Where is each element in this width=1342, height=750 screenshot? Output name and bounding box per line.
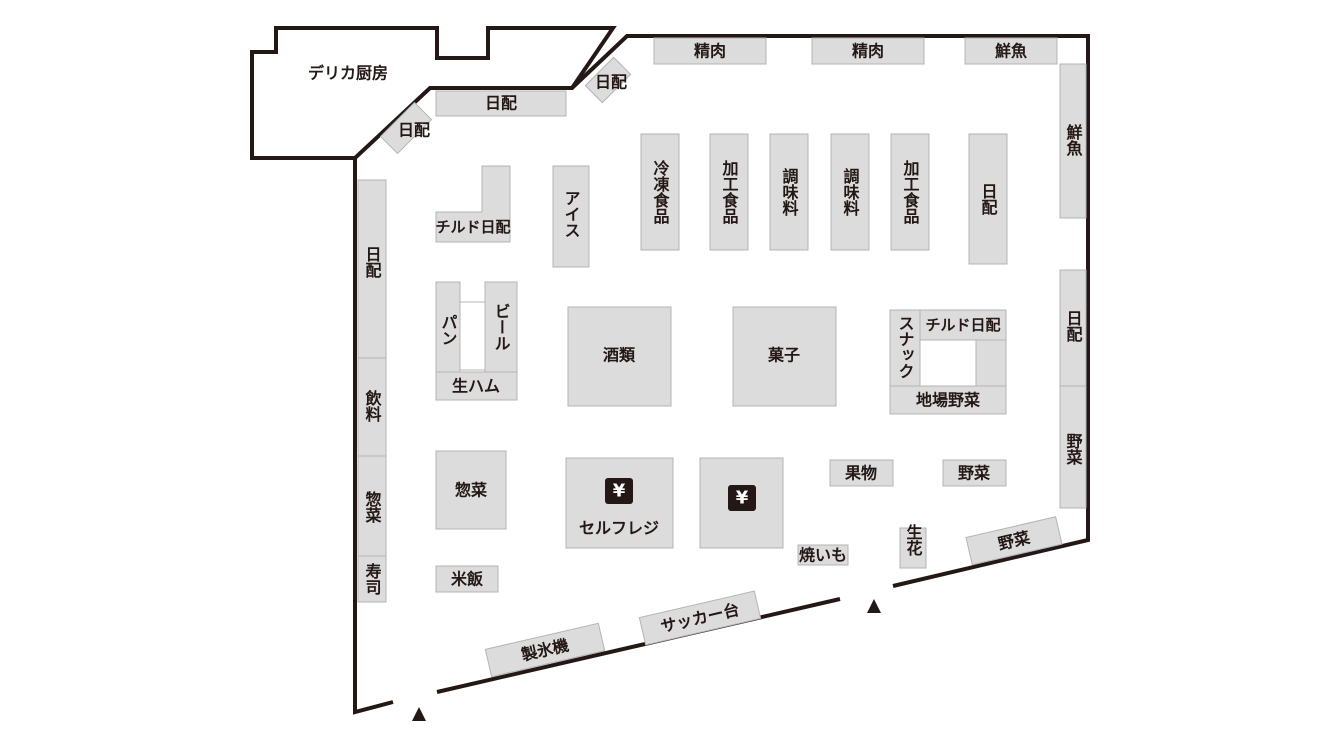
section-veg-right[interactable]: 野菜 <box>1059 385 1087 509</box>
section-meat-2[interactable]: 精肉 <box>811 37 925 65</box>
section-nichihai-a[interactable]: 日配 <box>435 90 567 117</box>
section-fish-right[interactable]: 鮮魚 <box>1059 63 1087 219</box>
section-label-nichihai-b: 日配 <box>595 73 627 92</box>
section-label: 焼いも <box>799 546 847 565</box>
section-label: 酒類 <box>603 346 636 365</box>
section-nichihai-left[interactable]: 日配 <box>357 179 387 359</box>
entrance-right-triangle-up-icon[interactable] <box>867 599 881 613</box>
section-ice-machine[interactable]: 製氷機 <box>484 622 606 678</box>
section-self-register[interactable]: ¥ セルフレジ <box>565 457 674 549</box>
section-label: 寿司 <box>363 562 382 596</box>
section-nichihai-center[interactable]: 日配 <box>968 133 1008 265</box>
section-label: 精肉 <box>694 42 726 61</box>
deli-kitchen-label: デリカ厨房 <box>308 64 388 83</box>
yen-icon <box>728 485 756 511</box>
section-label: 鮮魚 <box>995 42 1027 61</box>
left-front-wall <box>353 158 394 715</box>
section-snack[interactable]: スナック <box>889 309 921 387</box>
section-label: 調味料 <box>841 167 860 217</box>
section-processed-2[interactable]: 加工食品 <box>890 133 930 251</box>
section-ham[interactable]: 生ハム <box>435 371 518 401</box>
section-label: 日配 <box>1064 310 1083 343</box>
section-veg-2[interactable]: 野菜 <box>965 516 1063 566</box>
section-sacker[interactable]: サッカー台 <box>638 590 762 646</box>
section-ice[interactable]: アイス <box>552 165 590 268</box>
section-sweet-potato[interactable]: 焼いも <box>797 544 849 566</box>
section-drinks[interactable]: 飲料 <box>357 357 387 457</box>
section-label: 鮮魚 <box>1064 123 1083 157</box>
section-chilled-1[interactable]: チルド日配 <box>435 165 511 243</box>
walls <box>250 26 1090 715</box>
section-label: チルド日配 <box>435 218 510 236</box>
section-fruit[interactable]: 果物 <box>829 459 894 487</box>
section-local-veg[interactable]: 地場野菜 <box>889 385 1007 415</box>
yen-glyph: ¥ <box>613 481 626 502</box>
entrances <box>412 599 881 721</box>
section-seasoning-1[interactable]: 調味料 <box>769 133 809 251</box>
section-label: 野菜 <box>958 464 990 483</box>
section-label: 菓子 <box>767 346 800 365</box>
section-bread[interactable]: パン <box>435 281 461 373</box>
yen-icon <box>605 478 633 504</box>
section-label: 米飯 <box>451 570 483 589</box>
section-label: アイス <box>562 190 581 238</box>
section-label: 地場野菜 <box>916 391 980 410</box>
section-label: チルド日配 <box>925 316 1000 334</box>
section-label: スナック <box>896 315 915 379</box>
section-liquor[interactable]: 酒類 <box>567 306 672 407</box>
section-veg-1[interactable]: 野菜 <box>942 459 1007 487</box>
section-label: 日配 <box>979 183 998 216</box>
section-chilled-2[interactable]: チルド日配 <box>919 309 1007 341</box>
section-processed-1[interactable]: 加工食品 <box>709 133 749 251</box>
section-label: 惣菜 <box>363 490 383 524</box>
section-label: パン <box>439 314 458 346</box>
section-flowers[interactable]: 生花 <box>899 523 927 569</box>
section-fish-top[interactable]: 鮮魚 <box>964 37 1058 65</box>
section-nichihai-b[interactable] <box>584 56 632 104</box>
section-label: 日配 <box>363 246 382 279</box>
yen-glyph: ¥ <box>736 488 749 509</box>
section-deli-center[interactable]: 惣菜 <box>435 450 507 530</box>
section-label: 野菜 <box>1064 433 1084 466</box>
section-label: ビール <box>492 303 511 351</box>
section-label: 加工食品 <box>901 160 921 225</box>
section-label: 飲料 <box>363 389 383 423</box>
sections: 精肉 精肉 鮮魚 デリカ厨房 日配 日配 日配 鮮魚 <box>308 37 1087 678</box>
section-label: 生ハム <box>452 377 500 396</box>
section-label: 調味料 <box>780 167 799 217</box>
entrance-left-triangle-up-icon[interactable] <box>412 707 426 721</box>
section-frozen[interactable]: 冷凍食品 <box>640 133 680 251</box>
outer-wall <box>570 34 1090 588</box>
section-register[interactable]: ¥ <box>699 457 784 549</box>
section-nichihai-c[interactable] <box>379 101 433 155</box>
section-meat-1[interactable]: 精肉 <box>653 37 767 65</box>
section-label-nichihai-c: 日配 <box>398 121 430 140</box>
section-label: セルフレジ <box>579 519 659 538</box>
section-label: 惣菜 <box>455 481 487 500</box>
section-label: 精肉 <box>852 42 884 61</box>
section-label: 果物 <box>844 464 877 483</box>
section-label: 日配 <box>485 94 517 113</box>
section-beer[interactable]: ビール <box>484 281 518 373</box>
section-label: 加工食品 <box>720 160 740 225</box>
chilled-2-gap <box>919 339 977 387</box>
section-deli-left[interactable]: 惣菜 <box>357 455 387 557</box>
section-label: 冷凍食品 <box>651 159 671 225</box>
chilled-2-side <box>975 339 1007 387</box>
section-sweets[interactable]: 菓子 <box>732 306 837 407</box>
section-nichihai-right[interactable]: 日配 <box>1059 269 1087 387</box>
section-sushi[interactable]: 寿司 <box>357 555 387 603</box>
section-seasoning-2[interactable]: 調味料 <box>830 133 870 251</box>
bread-gap <box>459 301 486 371</box>
section-label: 生花 <box>904 523 923 556</box>
section-rice[interactable]: 米飯 <box>435 565 499 593</box>
front-wall <box>436 597 841 694</box>
